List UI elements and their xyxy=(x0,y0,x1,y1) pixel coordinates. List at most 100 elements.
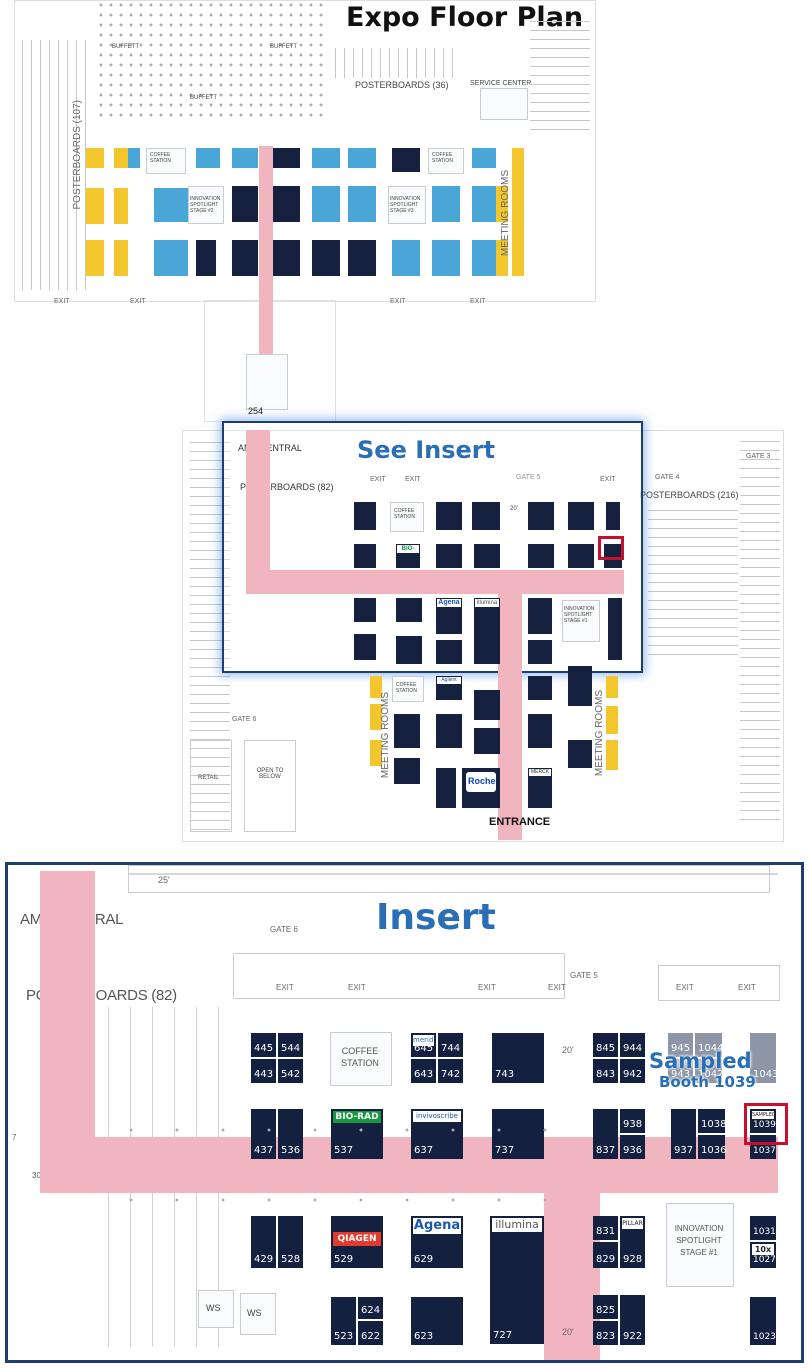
booth-742[interactable]: 742 xyxy=(438,1059,463,1083)
insert-top-wall xyxy=(128,873,778,875)
booth-number: 936 xyxy=(623,1145,643,1156)
booth-645[interactable]: meridian645 xyxy=(411,1033,436,1057)
gate-5-label: GATE 5 xyxy=(516,474,541,481)
insert-exit-zone xyxy=(233,953,565,999)
booth-622[interactable]: 622 xyxy=(358,1321,383,1345)
booth-845[interactable]: 845 xyxy=(593,1033,618,1057)
booth-945[interactable]: 945 xyxy=(668,1033,693,1057)
exit-label: EXIT xyxy=(738,983,756,992)
gate-5-label: GATE 5 xyxy=(570,971,598,980)
booth-943[interactable]: 943 xyxy=(668,1059,693,1083)
booth-445[interactable]: 445 xyxy=(251,1033,276,1057)
booth-yellow xyxy=(370,704,382,730)
booth-829[interactable]: 829 xyxy=(593,1242,618,1268)
booth-938[interactable]: 938 xyxy=(620,1109,645,1133)
insert-dim-20: 20' xyxy=(562,1327,574,1337)
innovation-stage-3-label: INNOVATION SPOTLIGHT STAGE #3 xyxy=(390,196,421,214)
booth-536[interactable]: 536 xyxy=(278,1109,303,1159)
booth-dark xyxy=(568,544,594,568)
booth-dark xyxy=(394,714,420,748)
open-to-below-label: OPEN TO BELOW xyxy=(256,768,284,780)
booth-yellow xyxy=(496,186,508,222)
booth-1036[interactable]: 1036 xyxy=(698,1135,726,1159)
booth-logo: Agena xyxy=(413,1218,461,1234)
booth-number: 637 xyxy=(414,1145,434,1156)
booth-637[interactable]: invivoscribe 637 xyxy=(411,1109,463,1159)
booth-744[interactable]: 744 xyxy=(438,1033,463,1057)
booth-643[interactable]: 643 xyxy=(411,1059,436,1083)
service-center xyxy=(480,88,528,120)
booth-823[interactable]: 823 xyxy=(593,1321,618,1345)
booth-blue xyxy=(432,240,460,276)
booth-number: 443 xyxy=(254,1069,274,1080)
booth-743[interactable]: 743 xyxy=(492,1033,544,1083)
booth-1043[interactable]: 1043 xyxy=(750,1033,778,1083)
booth-dark xyxy=(394,758,420,784)
booth-443[interactable]: 443 xyxy=(251,1059,276,1083)
booth-825[interactable]: 825 xyxy=(593,1295,618,1319)
booth-logo: BIO-RAD xyxy=(333,1111,381,1123)
booth-944[interactable]: 944 xyxy=(620,1033,645,1057)
booth-number: 1027 xyxy=(753,1255,776,1265)
booth-logo: illumina xyxy=(492,1218,542,1232)
booth-yellow xyxy=(114,188,128,224)
booth-523[interactable]: 523 xyxy=(331,1297,356,1345)
booth-528[interactable]: 528 xyxy=(278,1216,303,1268)
booth-429[interactable]: 429 xyxy=(251,1216,276,1268)
booth-843[interactable]: 843 xyxy=(593,1059,618,1083)
booth-dark xyxy=(528,676,552,700)
booth-942[interactable]: 942 xyxy=(620,1059,645,1083)
booth-dark xyxy=(312,240,340,276)
booth-dark xyxy=(436,502,462,530)
booth-yellow xyxy=(86,148,104,168)
booth-837[interactable]: 837 xyxy=(593,1109,618,1159)
booth-624[interactable]: 624 xyxy=(358,1297,383,1319)
booth-831[interactable]: 831 xyxy=(593,1216,618,1240)
booth-number: 831 xyxy=(596,1226,616,1237)
booth-number: 943 xyxy=(671,1069,691,1080)
insert-coffee-station-label: COFFEE STATION xyxy=(341,1046,379,1068)
posterboards-36-area xyxy=(335,48,455,78)
booth-dark xyxy=(528,640,552,664)
booth-937[interactable]: 937 xyxy=(671,1109,696,1159)
booth-number: 727 xyxy=(493,1330,513,1341)
roche-logo-text: Roche xyxy=(468,776,496,786)
main-aisle-vertical-left xyxy=(246,430,270,594)
booth-logo: invivoscribe xyxy=(413,1111,461,1122)
posterboards-216-area xyxy=(648,505,738,655)
booth-logo: meridian xyxy=(413,1035,434,1046)
booth-544[interactable]: 544 xyxy=(278,1033,303,1057)
booth-yellow xyxy=(606,676,618,698)
booth-1023[interactable]: 1023 xyxy=(750,1297,776,1345)
booth-logo: PILLAR xyxy=(622,1218,643,1229)
sampled-booth-highlight-main[interactable] xyxy=(598,536,624,560)
booth-dark xyxy=(568,740,592,768)
booth-1037[interactable]: 1037 xyxy=(750,1135,776,1159)
innovation-stage-1-main xyxy=(562,600,600,642)
sampled-booth-highlight[interactable] xyxy=(744,1103,788,1145)
booth-1044[interactable]: 1044 xyxy=(695,1033,723,1057)
coffee-station-4-label: COFFEE STATION xyxy=(396,682,417,694)
booth-936[interactable]: 936 xyxy=(620,1135,645,1159)
booth-623[interactable]: 623 xyxy=(411,1297,463,1345)
booth-437[interactable]: 437 xyxy=(251,1109,276,1159)
booth-yellow xyxy=(496,240,508,276)
booth-1038[interactable]: 1038 xyxy=(698,1109,726,1133)
booth-dark xyxy=(232,186,258,222)
booth-922[interactable]: 922 xyxy=(620,1295,645,1345)
booth-1042[interactable]: 1042 xyxy=(695,1059,723,1083)
exit-label: EXIT xyxy=(54,298,70,305)
booth-1031[interactable]: 1031 xyxy=(750,1216,776,1240)
booth-727[interactable]: illumina 727 xyxy=(490,1216,544,1344)
coffee-station-1 xyxy=(146,148,186,174)
booth-yellow xyxy=(114,240,128,276)
booth-542[interactable]: 542 xyxy=(278,1059,303,1083)
insert-aisle-vertical-entrance xyxy=(544,1137,600,1360)
booth-737[interactable]: 737 xyxy=(492,1109,544,1159)
